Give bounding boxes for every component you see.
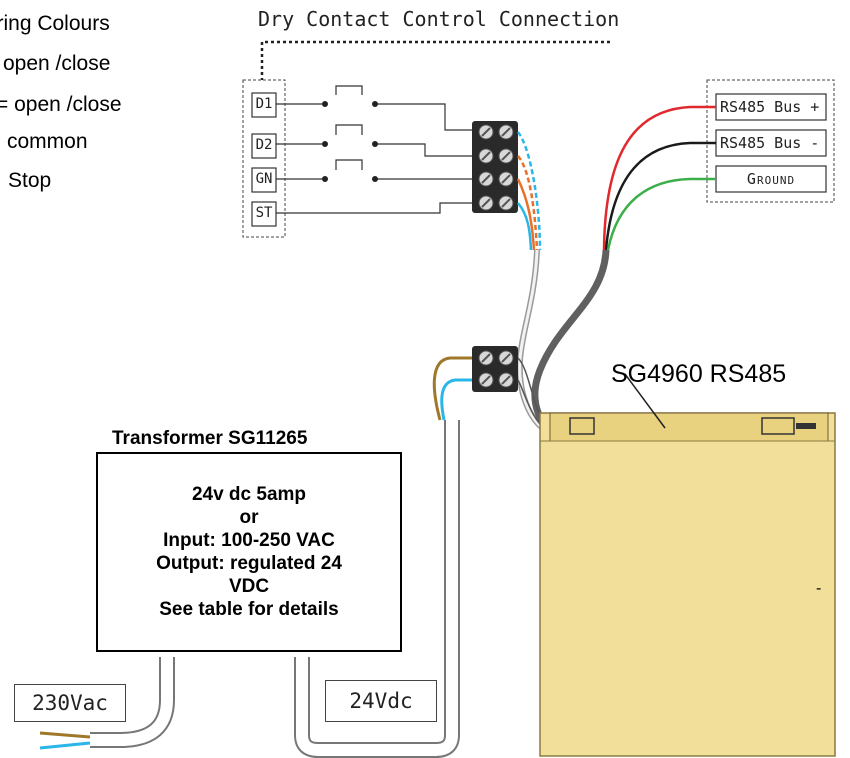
pushbutton-gn — [335, 159, 363, 170]
rs485-ground-label: Ground — [746, 170, 796, 188]
rs485-wires — [602, 105, 716, 251]
rs485-plus-wire — [602, 105, 716, 251]
transformer-line-vdc: VDC — [228, 576, 270, 597]
motor-label: SG4960 RS485 — [611, 360, 787, 388]
dc-supply-label: 24Vdc — [325, 680, 437, 722]
transformer-line-rating: 24v dc 5amp — [191, 484, 307, 505]
terminal-cell-d2 — [251, 133, 277, 159]
terminal-label-d1: D1 — [255, 96, 273, 112]
legend-title: Wiring Colours — [0, 12, 110, 35]
ac-supply-label: 230Vac — [14, 684, 126, 722]
pushbutton-d1 — [335, 85, 363, 95]
terminal-box — [242, 79, 286, 238]
transformer-title: Transformer SG11265 — [112, 428, 308, 449]
transformer-line-output: Output: regulated 24 — [156, 553, 342, 574]
title-leader-line — [260, 40, 610, 80]
rs485-cable — [531, 249, 610, 433]
transformer-line-or: or — [239, 507, 259, 528]
ac-wire-ends — [39, 731, 91, 750]
terminal-cells — [251, 92, 277, 227]
motor-body — [539, 373, 836, 757]
terminal-label-st: ST — [255, 205, 273, 221]
terminal-block-upper — [472, 121, 518, 213]
legend-line-stop: Stop — [8, 169, 52, 192]
terminal-label-gn: GN — [255, 171, 273, 187]
rs485-bus-plus-label: RS485 Bus + — [720, 98, 820, 116]
dc-supply-wires — [432, 356, 472, 421]
transformer-line-see-table: See table for details — [159, 599, 339, 620]
pushbutton-d2 — [335, 124, 363, 135]
motor-tick-mark: - — [816, 580, 822, 597]
rs485-box — [706, 79, 835, 203]
legend-line-eq-open-close: = open /close — [0, 93, 122, 116]
dry-contact-title: Dry Contact Control Connection — [258, 7, 620, 31]
transformer-line-input: Input: 100-250 VAC — [163, 530, 335, 551]
rs485-bus-minus-label: RS485 Bus - — [720, 134, 820, 152]
rs485-minus-wire — [604, 141, 716, 251]
transformer-box: 24v dc 5amp or Input: 100-250 VAC Output… — [96, 452, 402, 652]
terminal-cell-d1 — [251, 92, 277, 118]
terminal-cell-st — [251, 201, 277, 227]
rs485-cells — [715, 93, 827, 193]
rs485-ground-wire — [606, 177, 716, 251]
terminal-block-lower — [472, 346, 518, 392]
legend-line-open-close: open /close — [3, 52, 111, 75]
terminal-label-d2: D2 — [255, 137, 273, 153]
motor-leader-line — [624, 373, 666, 429]
dry-contact-wires — [516, 131, 542, 251]
switch-contacts — [322, 101, 378, 182]
legend-line-common: common — [7, 130, 88, 153]
switch-wiring — [276, 85, 472, 214]
terminal-cell-gn — [251, 167, 277, 193]
